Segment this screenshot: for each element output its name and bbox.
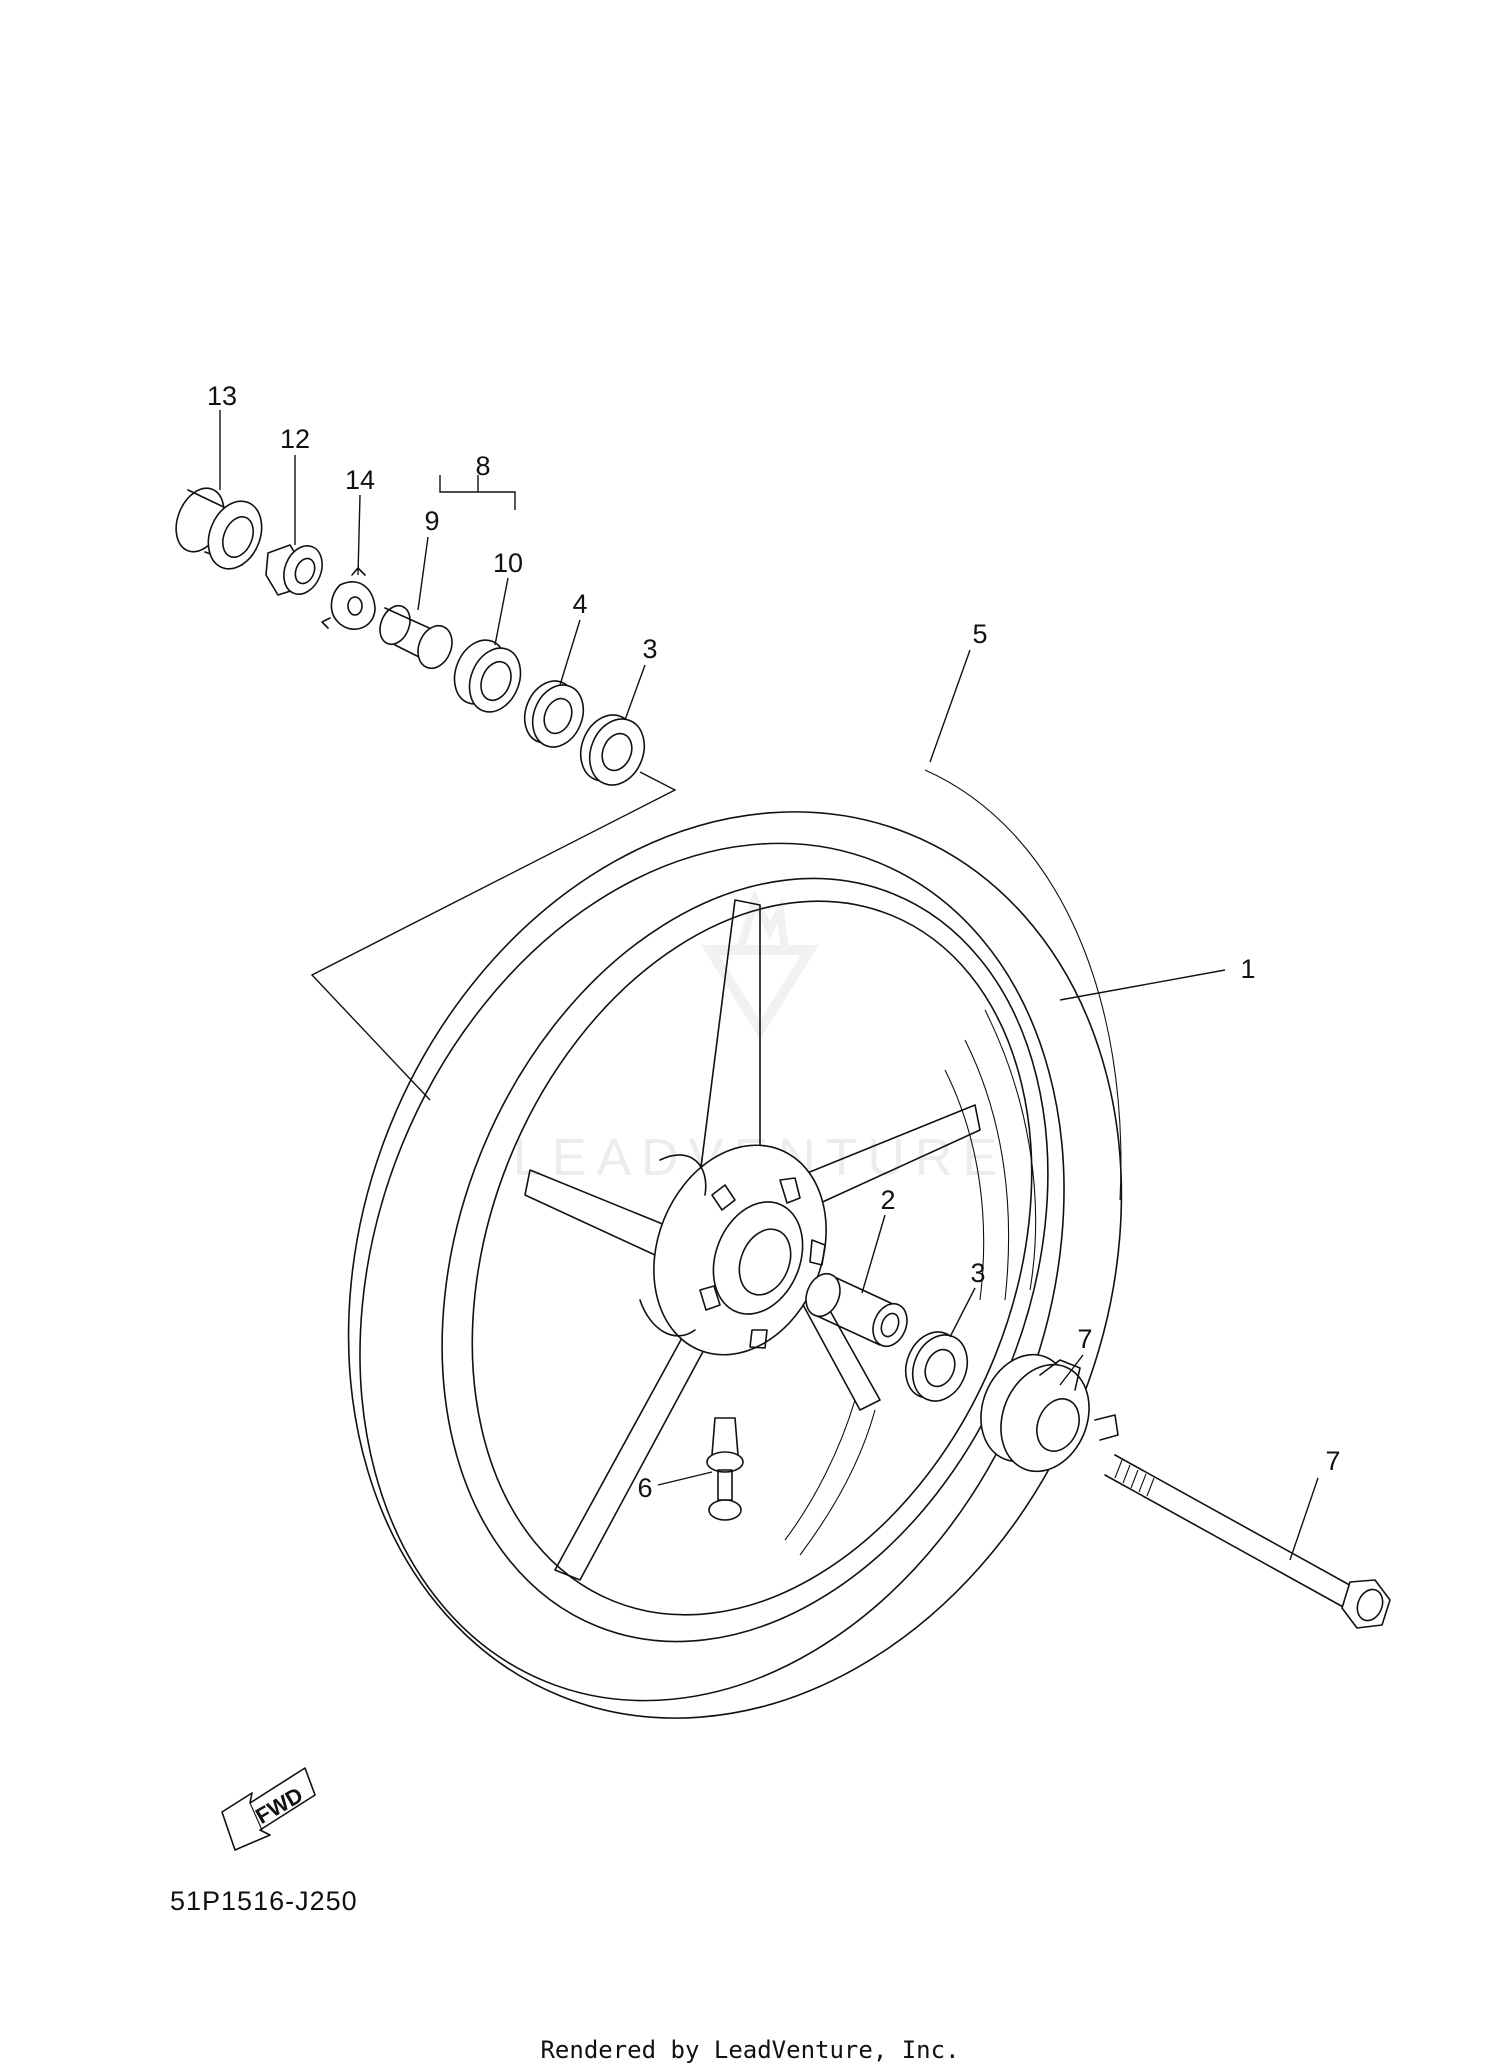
- fwd-arrow: FWD: [221, 1767, 316, 1851]
- part-3-bearing-left: [579, 714, 646, 786]
- wheel-hub: [639, 1144, 827, 1356]
- callout-4: 4: [572, 589, 587, 619]
- callout-6: 6: [637, 1473, 652, 1503]
- callout-5: 5: [972, 619, 987, 649]
- part-11-oil-seal: [453, 639, 522, 713]
- part-8-gear-unit: [980, 1353, 1119, 1473]
- assembly-guide-lines: [310, 475, 677, 1101]
- callout-3-right: 3: [970, 1258, 985, 1288]
- callout-1: 1: [1240, 954, 1255, 984]
- wheel-spokes: [524, 899, 981, 1581]
- callout-10: 9: [424, 506, 439, 536]
- part-3-bearing-right: [904, 1331, 969, 1402]
- part-13-collar: [175, 487, 263, 570]
- callout-8: 7: [1077, 1324, 1092, 1354]
- leader-lines: [219, 410, 1319, 1561]
- diagram-code: 51P1516-J250: [170, 1886, 358, 1916]
- callout-2: 2: [880, 1185, 895, 1215]
- part-1-rim: [441, 877, 1049, 1643]
- callout-12: 12: [280, 424, 310, 454]
- render-credit: Rendered by LeadVenture, Inc.: [540, 2036, 959, 2064]
- callout-9: 8: [475, 451, 490, 481]
- callout-labels: 13 12 14 8 9 10 4 3 5 1 2 3 7 7 6: [207, 381, 1341, 1503]
- callout-13: 13: [207, 381, 237, 411]
- part-6-valve: [706, 1417, 744, 1521]
- part-14-washer: [321, 567, 376, 630]
- part-7-axle: [1104, 1454, 1391, 1629]
- callout-11: 10: [493, 548, 523, 578]
- part-10-collar: [379, 604, 453, 670]
- front-wheel-assembly: [347, 769, 1123, 1719]
- part-12-nut: [265, 544, 323, 596]
- callout-3-left: 3: [642, 634, 657, 664]
- part-4-bearing: [523, 680, 585, 748]
- part-2-collar: [805, 1272, 908, 1348]
- callout-14: 14: [345, 465, 375, 495]
- callout-7: 7: [1325, 1446, 1340, 1476]
